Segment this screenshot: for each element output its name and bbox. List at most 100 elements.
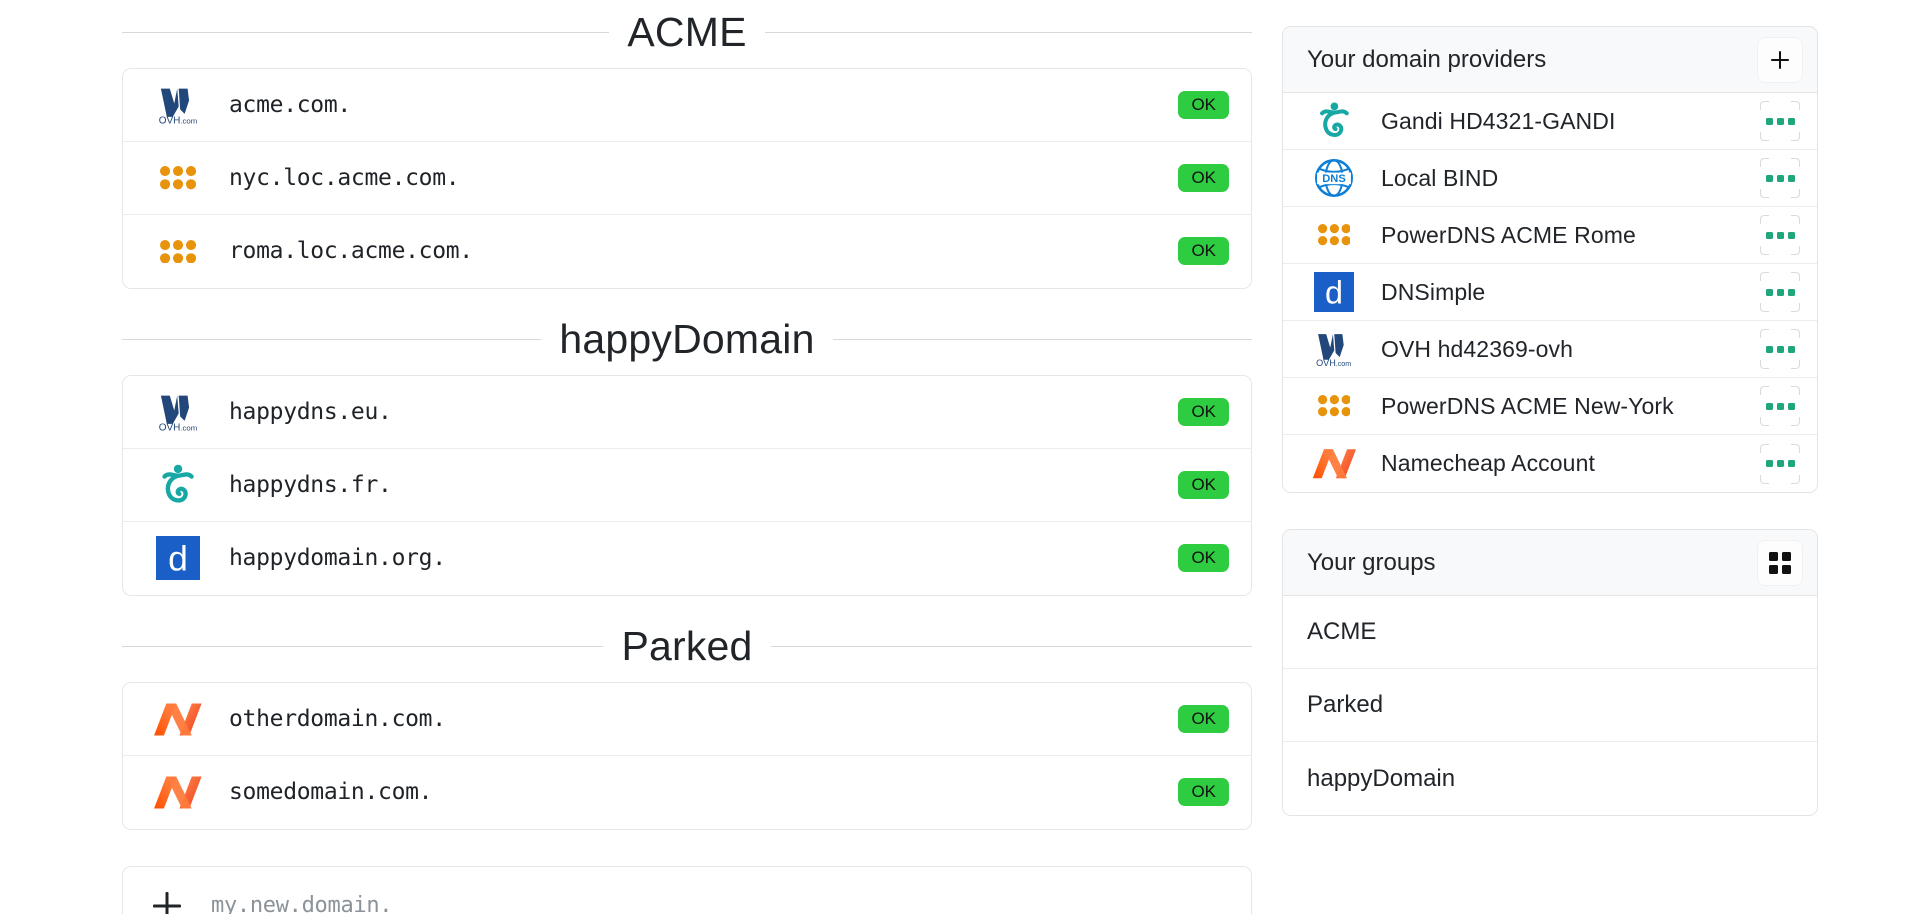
- group-row[interactable]: happyDomain: [1283, 742, 1817, 815]
- group-heading-label: happyDomain: [559, 315, 815, 362]
- provider-menu-button[interactable]: [1757, 383, 1803, 429]
- provider-row[interactable]: Namecheap Account: [1283, 435, 1817, 492]
- ellipsis-icon: [1776, 174, 1784, 182]
- ellipsis-icon: [1776, 288, 1784, 296]
- provider-row[interactable]: d DNSimple: [1283, 264, 1817, 321]
- group-heading: Parked: [122, 622, 1253, 670]
- bind-dns-logo: DNS: [1305, 155, 1363, 201]
- domain-name: happydns.eu.: [229, 398, 392, 425]
- status-badge: OK: [1178, 397, 1229, 426]
- provider-row[interactable]: Gandi HD4321-GANDI: [1283, 93, 1817, 150]
- plus-icon: [1769, 49, 1791, 71]
- provider-row[interactable]: PowerDNS ACME Rome: [1283, 207, 1817, 264]
- svg-text:d: d: [168, 539, 188, 579]
- provider-menu-button[interactable]: [1757, 441, 1803, 487]
- groups-panel-title: Your groups: [1307, 548, 1436, 576]
- heading-rule-left: [122, 646, 604, 648]
- svg-text:DNS: DNS: [1322, 173, 1346, 185]
- domain-row[interactable]: nyc.loc.acme.com. OK: [123, 141, 1251, 215]
- manage-groups-button[interactable]: [1757, 539, 1803, 586]
- powerdns-logo: [1317, 224, 1351, 246]
- ellipsis-icon: [1765, 345, 1773, 353]
- powerdns-logo: [147, 225, 209, 277]
- ellipsis-icon: [1776, 460, 1784, 467]
- domain-name: roma.loc.acme.com.: [229, 238, 473, 265]
- ovh-logo: OVH.com: [1305, 326, 1363, 372]
- ellipsis-icon: [1787, 288, 1795, 296]
- namecheap-logo: [147, 693, 209, 745]
- provider-name: PowerDNS ACME New-York: [1381, 392, 1674, 419]
- status-badge: OK: [1178, 544, 1229, 573]
- heading-rule-left: [122, 32, 610, 34]
- providers-panel-header: Your domain providers: [1283, 27, 1817, 93]
- gandi-logo: [162, 464, 194, 503]
- powerdns-logo: [159, 166, 197, 190]
- domain-name: otherdomain.com.: [229, 705, 446, 732]
- provider-name: Gandi HD4321-GANDI: [1381, 107, 1616, 134]
- namecheap-logo: [154, 776, 202, 809]
- group-row[interactable]: Parked: [1283, 669, 1817, 742]
- ovh-logo: OVH.com: [159, 88, 197, 126]
- ellipsis-icon: [1787, 345, 1795, 353]
- sidebar-column: Your domain providers Gandi HD4321-GANDI…: [1282, 0, 1818, 816]
- group-heading-label: Parked: [621, 622, 753, 669]
- ovh-logo: OVH.com: [1316, 334, 1352, 368]
- domain-row[interactable]: OVH.com acme.com.OK: [123, 68, 1251, 142]
- provider-row[interactable]: OVH.com OVH hd42369-ovh: [1283, 321, 1817, 378]
- group-row[interactable]: ACME: [1283, 596, 1817, 669]
- domain-row[interactable]: somedomain.com.OK: [123, 755, 1251, 829]
- domain-row[interactable]: roma.loc.acme.com. OK: [123, 214, 1251, 288]
- new-domain-input[interactable]: [211, 866, 1227, 914]
- domain-row[interactable]: happydns.fr.OK: [123, 448, 1251, 522]
- domain-card: OVH.com happydns.eu. OK happydns.fr.OK d …: [122, 374, 1252, 596]
- group-heading-label: ACME: [627, 9, 747, 55]
- gandi-logo: [147, 459, 209, 511]
- group-label: ACME: [1307, 618, 1377, 645]
- domain-name: somedomain.com.: [229, 779, 433, 806]
- namecheap-logo: [147, 766, 209, 818]
- ellipsis-icon: [1765, 460, 1773, 467]
- provider-menu-button[interactable]: [1757, 326, 1803, 372]
- dnsimple-logo: d: [156, 536, 200, 581]
- powerdns-logo: [147, 152, 209, 204]
- bind-dns-logo: DNS: [1315, 159, 1353, 197]
- provider-menu-button[interactable]: [1757, 98, 1803, 144]
- provider-row[interactable]: DNS Local BIND: [1283, 150, 1817, 207]
- add-provider-button[interactable]: [1757, 36, 1803, 83]
- group-label: happyDomain: [1307, 764, 1456, 792]
- ellipsis-icon: [1776, 345, 1784, 353]
- providers-panel-title: Your domain providers: [1307, 45, 1547, 73]
- domain-row[interactable]: OVH.com happydns.eu. OK: [123, 375, 1251, 449]
- provider-menu-button[interactable]: [1757, 269, 1803, 315]
- provider-menu-button[interactable]: [1757, 155, 1803, 201]
- powerdns-logo: [1305, 383, 1363, 429]
- namecheap-logo: [1312, 449, 1356, 479]
- ellipsis-icon: [1787, 402, 1795, 410]
- domain-name: nyc.loc.acme.com.: [229, 164, 460, 191]
- status-badge: OK: [1178, 163, 1229, 192]
- domain-row[interactable]: d happydomain.org.OK: [123, 521, 1251, 595]
- ellipsis-icon: [1787, 231, 1795, 239]
- dnsimple-logo: d: [147, 532, 209, 584]
- ellipsis-icon: [1787, 460, 1795, 467]
- domain-name: acme.com.: [229, 91, 351, 118]
- add-domain-box[interactable]: [122, 865, 1252, 914]
- ovh-logo: OVH.com: [147, 386, 209, 438]
- status-badge: OK: [1178, 237, 1229, 266]
- ellipsis-icon: [1787, 117, 1795, 125]
- namecheap-logo: [154, 703, 202, 736]
- domain-row[interactable]: otherdomain.com.OK: [123, 682, 1251, 756]
- gandi-logo: [1305, 98, 1363, 144]
- heading-rule-left: [122, 339, 542, 341]
- provider-name: PowerDNS ACME Rome: [1381, 221, 1636, 248]
- powerdns-logo: [1317, 395, 1351, 417]
- status-badge: OK: [1178, 470, 1229, 499]
- provider-menu-button[interactable]: [1757, 212, 1803, 258]
- provider-row[interactable]: PowerDNS ACME New-York: [1283, 378, 1817, 435]
- grid-icon: [1769, 551, 1791, 574]
- provider-name: Local BIND: [1381, 164, 1499, 191]
- group-heading: happyDomain: [122, 315, 1252, 363]
